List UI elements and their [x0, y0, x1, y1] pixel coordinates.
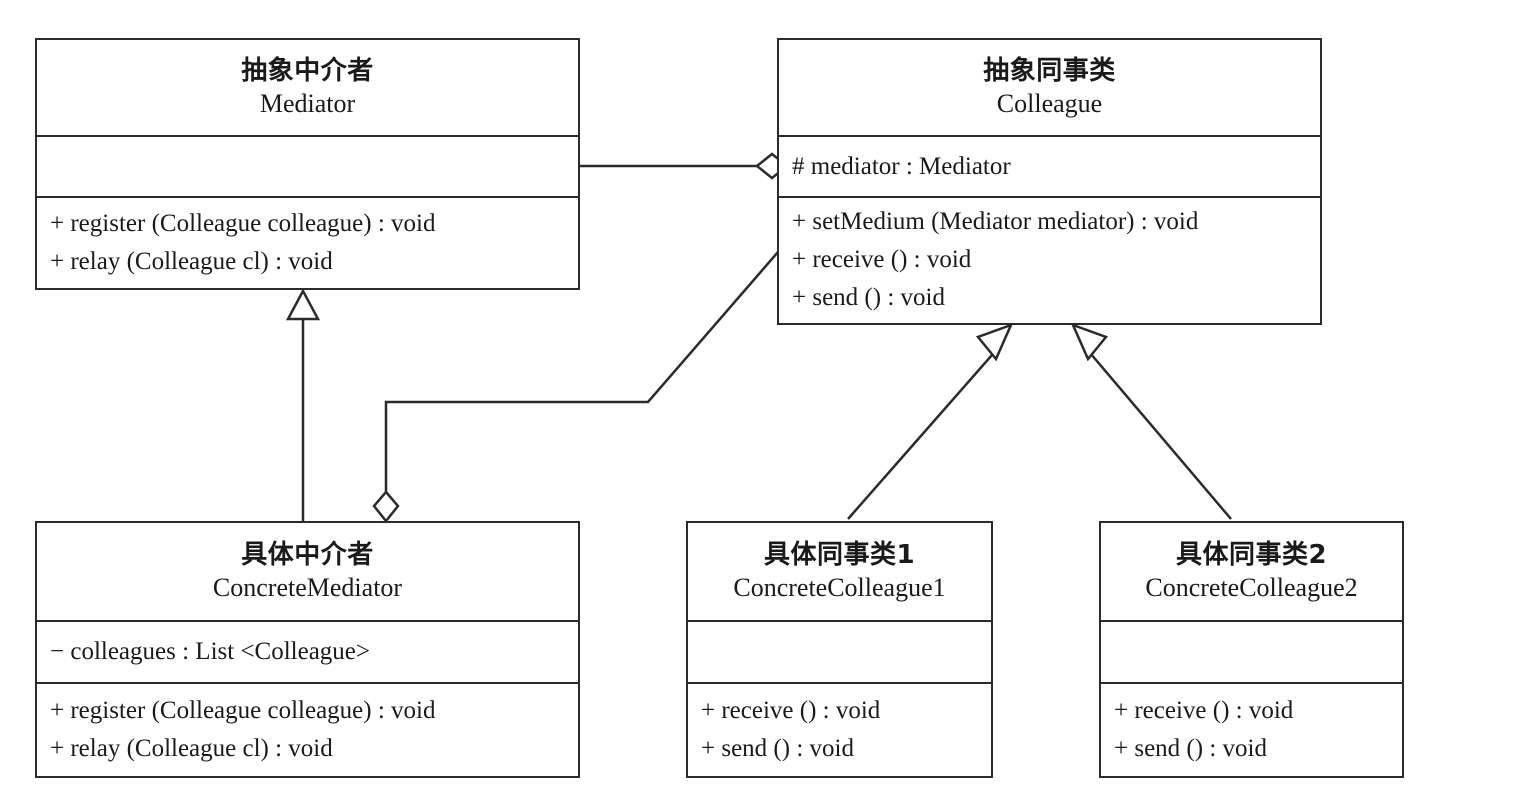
class-name-en-concrete-colleague1: ConcreteColleague1: [733, 573, 946, 603]
operation-item: + register (Colleague colleague) : void: [50, 209, 436, 237]
class-name-compartment-mediator: 抽象中介者 Mediator: [37, 40, 578, 135]
class-name-compartment-concrete-colleague2: 具体同事类2 ConcreteColleague2: [1101, 523, 1402, 620]
class-name-cn-concrete-colleague1: 具体同事类1: [763, 539, 916, 570]
operations-compartment-concrete-colleague2: + receive () : void + send () : void: [1101, 682, 1402, 775]
operations-compartment-concrete-colleague1: + receive () : void + send () : void: [688, 682, 991, 775]
generalization-arrowhead-mediator: [285, 288, 321, 321]
aggregation-path-concretemediator-colleague: [384, 251, 779, 492]
operation-item: + receive () : void: [792, 246, 972, 273]
attributes-compartment-colleague: # mediator : Mediator: [779, 135, 1320, 196]
operation-item: + relay (Colleague cl) : void: [50, 734, 333, 762]
attributes-compartment-mediator: [37, 135, 578, 196]
class-name-cn-concrete-colleague2: 具体同事类2: [1175, 539, 1328, 570]
class-name-compartment-colleague: 抽象同事类 Colleague: [779, 40, 1320, 135]
class-name-en-mediator: Mediator: [259, 89, 356, 119]
generalization-line-concretecolleague1-colleague: [847, 346, 1000, 520]
operations-compartment-mediator: + register (Colleague colleague) : void …: [37, 196, 578, 287]
generalization-line-concretecolleague2-colleague: [1084, 346, 1232, 520]
operation-item: + send () : void: [1114, 734, 1267, 762]
operation-item: + send () : void: [792, 284, 945, 311]
class-name-en-concrete-colleague2: ConcreteColleague2: [1145, 573, 1358, 603]
attribute-item: − colleagues : List <Colleague>: [50, 638, 370, 665]
operations-compartment-concrete-mediator: + register (Colleague colleague) : void …: [37, 682, 578, 775]
operation-item: + relay (Colleague cl) : void: [50, 247, 333, 275]
aggregation-diamond-concretemediator-end: [372, 490, 400, 524]
operation-item: + register (Colleague colleague) : void: [50, 696, 436, 724]
relationship-concrete-colleague1-extends-colleague: [847, 322, 1014, 520]
relationship-concrete-mediator-extends-mediator: [285, 288, 321, 521]
operation-item: + receive () : void: [1114, 696, 1294, 724]
attribute-item: # mediator : Mediator: [792, 152, 1011, 180]
class-box-concrete-mediator[interactable]: 具体中介者 ConcreteMediator − colleagues : Li…: [35, 521, 580, 778]
class-box-colleague[interactable]: 抽象同事类 Colleague # mediator : Mediator + …: [777, 38, 1322, 325]
attributes-compartment-concrete-colleague1: [688, 620, 991, 682]
class-name-cn-concrete-mediator: 具体中介者: [241, 539, 374, 570]
relationship-mediator-aggregates-colleague: [580, 152, 790, 180]
attributes-compartment-concrete-colleague2: [1101, 620, 1402, 682]
class-name-compartment-concrete-mediator: 具体中介者 ConcreteMediator: [37, 523, 578, 620]
class-name-compartment-concrete-colleague1: 具体同事类1 ConcreteColleague1: [688, 523, 991, 620]
operations-compartment-colleague: + setMedium (Mediator mediator) : void +…: [779, 196, 1320, 322]
class-box-concrete-colleague2[interactable]: 具体同事类2 ConcreteColleague2 + receive () :…: [1099, 521, 1404, 778]
attributes-compartment-concrete-mediator: − colleagues : List <Colleague>: [37, 620, 578, 682]
class-name-cn-colleague: 抽象同事类: [983, 55, 1116, 86]
generalization-arrowhead-colleague-right: [1070, 322, 1109, 362]
generalization-arrowhead-colleague-left: [975, 322, 1014, 362]
class-box-mediator[interactable]: 抽象中介者 Mediator + register (Colleague col…: [35, 38, 580, 290]
operation-item: + receive () : void: [701, 696, 881, 724]
operation-item: + send () : void: [701, 734, 854, 762]
relationship-concrete-colleague2-extends-colleague: [1070, 322, 1232, 520]
relationship-concrete-mediator-aggregates-colleague: [372, 251, 779, 524]
class-name-en-concrete-mediator: ConcreteMediator: [212, 573, 403, 603]
class-box-concrete-colleague1[interactable]: 具体同事类1 ConcreteColleague1 + receive () :…: [686, 521, 993, 778]
class-name-en-colleague: Colleague: [996, 89, 1103, 119]
operation-item: + setMedium (Mediator mediator) : void: [792, 208, 1199, 235]
class-name-cn-mediator: 抽象中介者: [241, 55, 374, 86]
